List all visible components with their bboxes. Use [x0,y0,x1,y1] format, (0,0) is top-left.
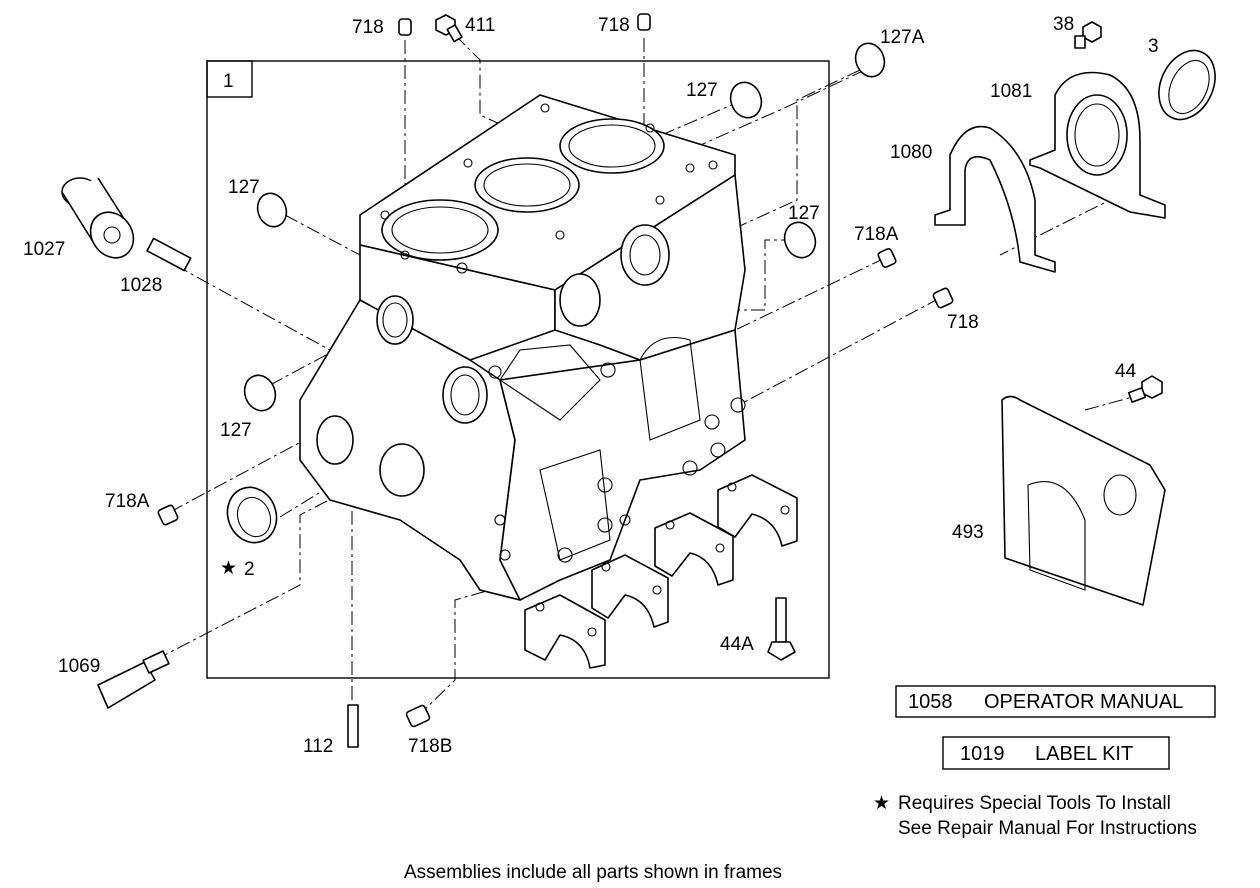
seal-2 [226,486,278,544]
callout-44A: 44A [720,634,754,655]
callout-labels: 718 411 718 127A 38 3 127 1081 1080 127 … [23,14,1159,757]
dowel-pin-718-top-right [637,13,651,31]
kit-number: 1019 [960,743,1005,765]
callout-127A: 127A [880,27,925,48]
dowel-pin-718A-left [157,504,179,526]
stud-112 [347,704,359,748]
plug-127-top [729,81,763,119]
kit-label: OPERATOR MANUAL [984,691,1183,713]
dowel-pin-718-right [932,287,954,309]
callout-493: 493 [952,522,984,543]
oil-filter-1027 [61,177,135,259]
callout-1028: 1028 [120,275,162,296]
callout-1080: 1080 [890,142,932,163]
assembly-frame: 1 [206,60,830,679]
callout-718A: 718A [854,224,899,245]
callout-718B: 718B [408,736,452,757]
callout-1027: 1027 [23,239,65,260]
dowel-pin-718B [405,704,431,728]
callout-411: 411 [465,15,495,36]
bolt-44 [1127,375,1163,403]
kit-box-label-kit: 1019 LABEL KIT [942,736,1170,770]
filter-stud-1028 [146,237,192,272]
bolt-44A [767,597,796,661]
callout-3: 3 [1148,36,1159,57]
plug-127-left [256,192,288,228]
plug-127-right [783,221,817,259]
cylinder-block [299,94,746,601]
bearing-caps [524,474,798,669]
callout-127: 127 [686,80,718,101]
star-icon: ★ [873,793,890,814]
callout-127: 127 [788,203,820,224]
fitting-1069 [97,650,170,709]
plug-127A [854,42,886,78]
callout-44: 44 [1115,361,1137,382]
callout-1069: 1069 [58,656,100,677]
callout-718A: 718A [105,491,150,512]
special-tools-line-1: Requires Special Tools To Install [898,793,1171,814]
callout-718: 718 [352,17,384,38]
callout-112: 112 [303,736,333,757]
bolt-38 [1074,21,1102,49]
rear-plate-493 [1001,395,1166,606]
kit-label: LABEL KIT [1035,743,1133,765]
callout-718: 718 [947,312,979,333]
callout-1081: 1081 [990,81,1032,102]
kit-box-operator-manual: 1058 OPERATOR MANUAL [895,685,1216,718]
callout-127: 127 [228,177,260,198]
star-icon: ★ [220,558,237,579]
special-tools-line-2: See Repair Manual For Instructions [898,818,1197,839]
special-tools-note: ★ Requires Special Tools To Install See … [873,793,1197,839]
callout-127: 127 [220,420,252,441]
plug-127-bottom-left [243,374,277,412]
footer-note: Assemblies include all parts shown in fr… [404,862,782,883]
seal-retainer-1081 [1029,71,1166,219]
callout-38: 38 [1053,14,1074,35]
frame-number: 1 [223,71,234,92]
seal-3 [1158,49,1216,121]
callout-718: 718 [598,15,630,36]
dowel-pin-718-top-left [398,18,412,36]
gasket-1080 [934,125,1056,273]
dowel-pin-718A-right [877,247,897,269]
kit-number: 1058 [908,691,953,713]
callout-2: 2 [244,559,255,580]
bolt-411 [435,14,463,43]
